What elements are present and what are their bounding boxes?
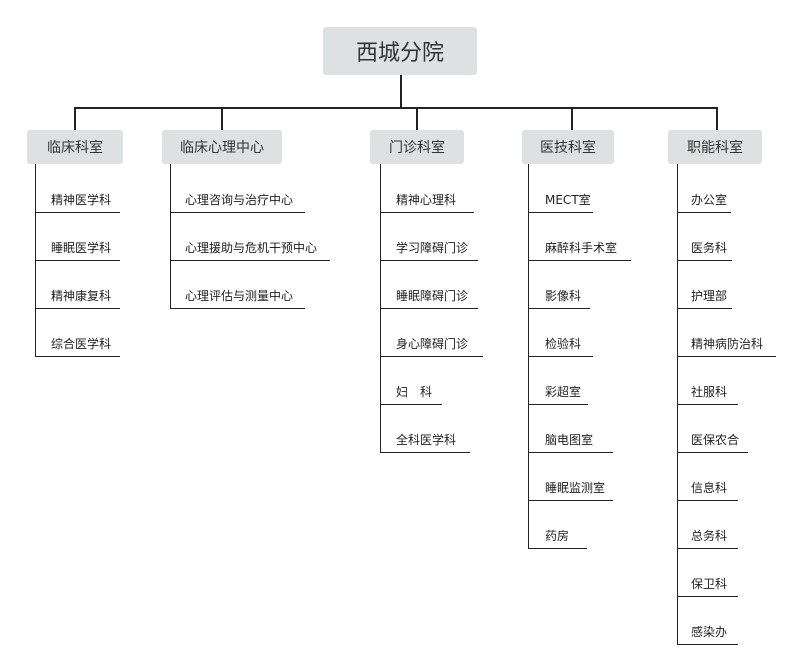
department-item-label: 社服科 <box>691 385 728 399</box>
department-item-label: 总务科 <box>691 529 728 543</box>
department-item-label: 办公室 <box>691 193 728 207</box>
item-underline <box>528 308 590 309</box>
department-item-label: 心理援助与危机干预中心 <box>185 241 318 255</box>
item-underline <box>528 500 613 501</box>
item-underline <box>380 356 483 357</box>
item-underline <box>677 356 776 357</box>
item-underline <box>677 260 732 261</box>
department-item-label: 医保农合 <box>691 433 740 447</box>
department-node: 临床心理中心 <box>162 130 282 164</box>
department-node: 医技科室 <box>522 130 614 164</box>
item-underline <box>528 404 588 405</box>
item-underline <box>35 308 120 309</box>
department-item-label: 彩超室 <box>545 385 582 399</box>
item-underline <box>170 260 330 261</box>
item-underline <box>35 212 120 213</box>
department-item-label: 保卫科 <box>691 577 728 591</box>
item-underline <box>528 356 593 357</box>
item-underline <box>528 548 587 549</box>
department-item-label: 精神心理科 <box>396 193 457 207</box>
department-item-label: 麻醉科手术室 <box>545 241 618 255</box>
department-item-label: 信息科 <box>691 481 728 495</box>
department-item-label: 睡眠障碍门诊 <box>396 289 469 303</box>
item-underline <box>677 548 738 549</box>
department-item-label: 感染办 <box>691 625 728 639</box>
item-underline <box>528 212 593 213</box>
department-item-label: 检验科 <box>545 337 582 351</box>
item-underline <box>380 212 474 213</box>
department-item-label: 心理咨询与治疗中心 <box>185 193 294 207</box>
department-item-label: 身心障碍门诊 <box>396 337 469 351</box>
department-node: 职能科室 <box>668 130 762 164</box>
department-item-label: 睡眠医学科 <box>51 241 112 255</box>
item-underline <box>677 596 738 597</box>
item-underline <box>35 260 120 261</box>
department-drop-line <box>221 107 223 130</box>
root-connector-line <box>400 75 402 109</box>
department-drop-line <box>416 107 418 130</box>
department-item-label: 妇 科 <box>396 385 433 399</box>
department-item-label: 综合医学科 <box>51 337 112 351</box>
department-drop-line <box>571 107 573 130</box>
department-node: 临床科室 <box>27 130 123 164</box>
department-item-label: 精神康复科 <box>51 289 112 303</box>
item-underline <box>380 404 442 405</box>
department-item-label: 影像科 <box>545 289 582 303</box>
department-item-label: 全科医学科 <box>396 433 457 447</box>
item-underline <box>35 356 120 357</box>
department-item-label: 医务科 <box>691 241 728 255</box>
department-drop-line <box>74 107 76 130</box>
department-trunk-line <box>170 164 171 309</box>
department-item-label: 精神病防治科 <box>691 337 764 351</box>
item-underline <box>170 308 305 309</box>
department-item-label: 学习障碍门诊 <box>396 241 469 255</box>
item-underline <box>677 644 738 645</box>
department-item-label: 精神医学科 <box>51 193 112 207</box>
department-item-label: 护理部 <box>691 289 728 303</box>
item-underline <box>677 308 732 309</box>
department-item-label: MECT室 <box>545 193 591 207</box>
item-underline <box>677 452 748 453</box>
department-item-label: 心理评估与测量中心 <box>185 289 294 303</box>
item-underline <box>528 260 631 261</box>
department-node: 门诊科室 <box>370 130 464 164</box>
item-underline <box>677 500 738 501</box>
item-underline <box>677 212 731 213</box>
department-drop-line <box>716 107 718 130</box>
department-item-label: 药房 <box>545 529 570 543</box>
department-item-label: 脑电图室 <box>545 433 594 447</box>
department-item-label: 睡眠监测室 <box>545 481 606 495</box>
item-underline <box>170 212 305 213</box>
item-underline <box>380 308 478 309</box>
item-underline <box>677 404 738 405</box>
root-node: 西城分院 <box>323 27 477 75</box>
item-underline <box>380 260 478 261</box>
item-underline <box>528 452 613 453</box>
horizontal-bus-line <box>75 107 718 109</box>
item-underline <box>380 452 470 453</box>
